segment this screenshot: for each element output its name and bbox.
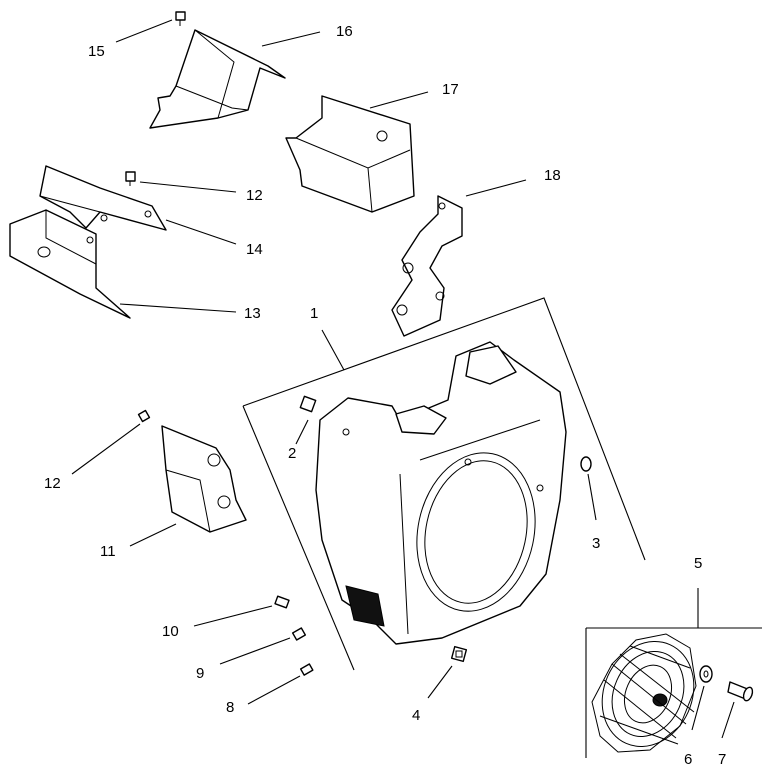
- callout-labels: 15 16 17 12 18 14 13 1 2 12 3 11 5 10 9 …: [44, 23, 726, 768]
- callout-17: 17: [442, 81, 459, 98]
- part-4-nut: [450, 645, 468, 663]
- callout-1: 1: [310, 305, 318, 322]
- callout-11: 11: [100, 543, 116, 560]
- part-14-bracket: [39, 165, 167, 231]
- callout-2: 2: [288, 445, 296, 462]
- part-13-baffle: [9, 209, 131, 319]
- part-16-shroud: [149, 29, 286, 129]
- callout-9: 9: [196, 665, 204, 682]
- part-11-bracket: [161, 425, 247, 533]
- callout-15: 15: [88, 43, 105, 60]
- part-7-screw: [727, 681, 754, 702]
- callout-14: 14: [246, 241, 263, 258]
- callout-4: 4: [412, 707, 420, 724]
- callout-8: 8: [226, 699, 234, 716]
- callout-5: 5: [694, 555, 702, 572]
- part-15-screw: [175, 11, 186, 26]
- part-2-nut: [299, 395, 317, 413]
- callout-12-upper: 12: [246, 187, 263, 204]
- part-5-screen-assembly: [585, 627, 762, 758]
- part-17-shroud: [285, 95, 415, 213]
- part-3-plug: [580, 456, 592, 472]
- callout-6: 6: [684, 751, 692, 768]
- callout-7: 7: [718, 751, 726, 768]
- part-1-blower-housing: [242, 297, 646, 671]
- part-8-screw: [299, 663, 314, 676]
- part-12-screw-upper: [125, 171, 136, 186]
- part-10-screw: [274, 595, 290, 609]
- callout-16: 16: [336, 23, 353, 40]
- part-9-screw: [291, 627, 307, 641]
- callout-12-lower: 12: [44, 475, 61, 492]
- part-12-screw-lower: [137, 409, 151, 423]
- part-6-washer: [699, 665, 713, 683]
- callout-10: 10: [162, 623, 179, 640]
- callout-18: 18: [544, 167, 561, 184]
- callout-13: 13: [244, 305, 261, 322]
- callout-3: 3: [592, 535, 600, 552]
- part-18-bracket: [391, 195, 463, 337]
- leader-lines: [71, 19, 735, 739]
